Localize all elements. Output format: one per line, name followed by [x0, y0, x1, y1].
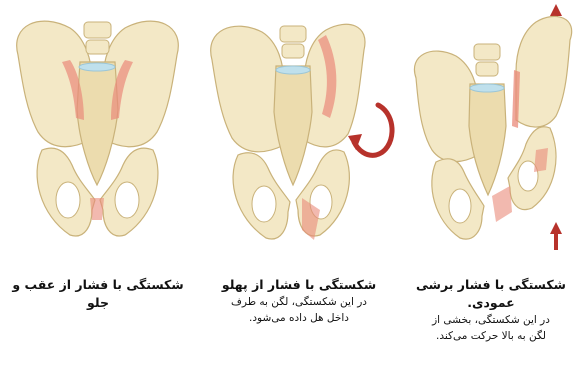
caption-title-ap: شکستگی با فشار از عقب و جلو [8, 276, 188, 312]
panel-lateral-compression: شکستگی با فشار از پهلو در این شکستگی، لگ… [198, 0, 398, 367]
panel-vertical-shear: شکستگی با فشار برشی عمودی. در این شکستگی… [400, 0, 582, 367]
up-arrow-icon-bottom [550, 222, 562, 250]
caption-line-lateral-1: در این شکستگی، لگن به طرف [204, 294, 394, 310]
pelvis-illustration-lateral [198, 0, 398, 260]
panel-ap-compression: شکستگی با فشار از عقب و جلو [0, 0, 195, 367]
caption-ap: شکستگی با فشار از عقب و جلو [8, 276, 188, 312]
pelvis-illustration-vertical [400, 0, 582, 260]
caption-title-lateral: شکستگی با فشار از پهلو [204, 276, 394, 294]
pelvis-lateral [211, 24, 392, 240]
caption-title-vertical: شکستگی با فشار برشی عمودی. [402, 276, 580, 312]
curved-arrow-icon [354, 105, 392, 155]
injury-ramus-shear [534, 148, 548, 172]
pelvis-illustration-ap [0, 0, 195, 260]
caption-lateral: شکستگی با فشار از پهلو در این شکستگی، لگ… [204, 276, 394, 326]
caption-line-vertical-1: در این شکستگی، بخشی از [402, 312, 580, 328]
injury-symphysis-shear [492, 186, 512, 222]
caption-line-vertical-2: لگن به بالا حرکت می‌کند. [402, 328, 580, 344]
pelvis-vertical-shear [414, 4, 571, 250]
injury-symphysis [90, 198, 104, 220]
caption-line-lateral-2: داخل هل داده می‌شود. [204, 310, 394, 326]
pelvis-ap [17, 21, 179, 236]
caption-vertical: شکستگی با فشار برشی عمودی. در این شکستگی… [402, 276, 580, 344]
